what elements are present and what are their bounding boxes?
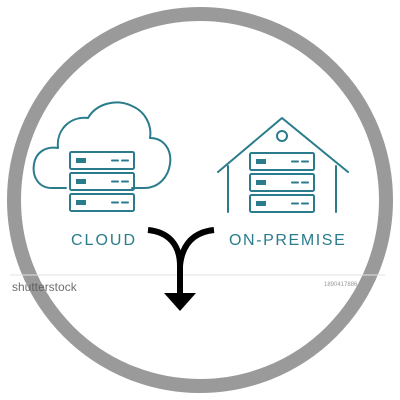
cloud-server-stack bbox=[69, 151, 135, 212]
cloud-outline bbox=[32, 101, 172, 189]
merge-arrow-icon bbox=[147, 227, 215, 298]
arrow-head bbox=[164, 293, 196, 311]
cloud-label: CLOUD bbox=[71, 232, 138, 249]
house-roof bbox=[217, 117, 349, 173]
house-server-stack bbox=[249, 152, 315, 213]
watermark-brand: shutterstock bbox=[12, 280, 77, 294]
house-server-icon bbox=[217, 117, 349, 213]
outer-ring bbox=[7, 7, 393, 393]
on-premise-label: ON-PREMISE bbox=[229, 232, 347, 249]
house-window bbox=[276, 130, 288, 142]
watermark-image-id: 1890417886 bbox=[324, 282, 358, 288]
cloud-server-icon bbox=[32, 101, 172, 212]
